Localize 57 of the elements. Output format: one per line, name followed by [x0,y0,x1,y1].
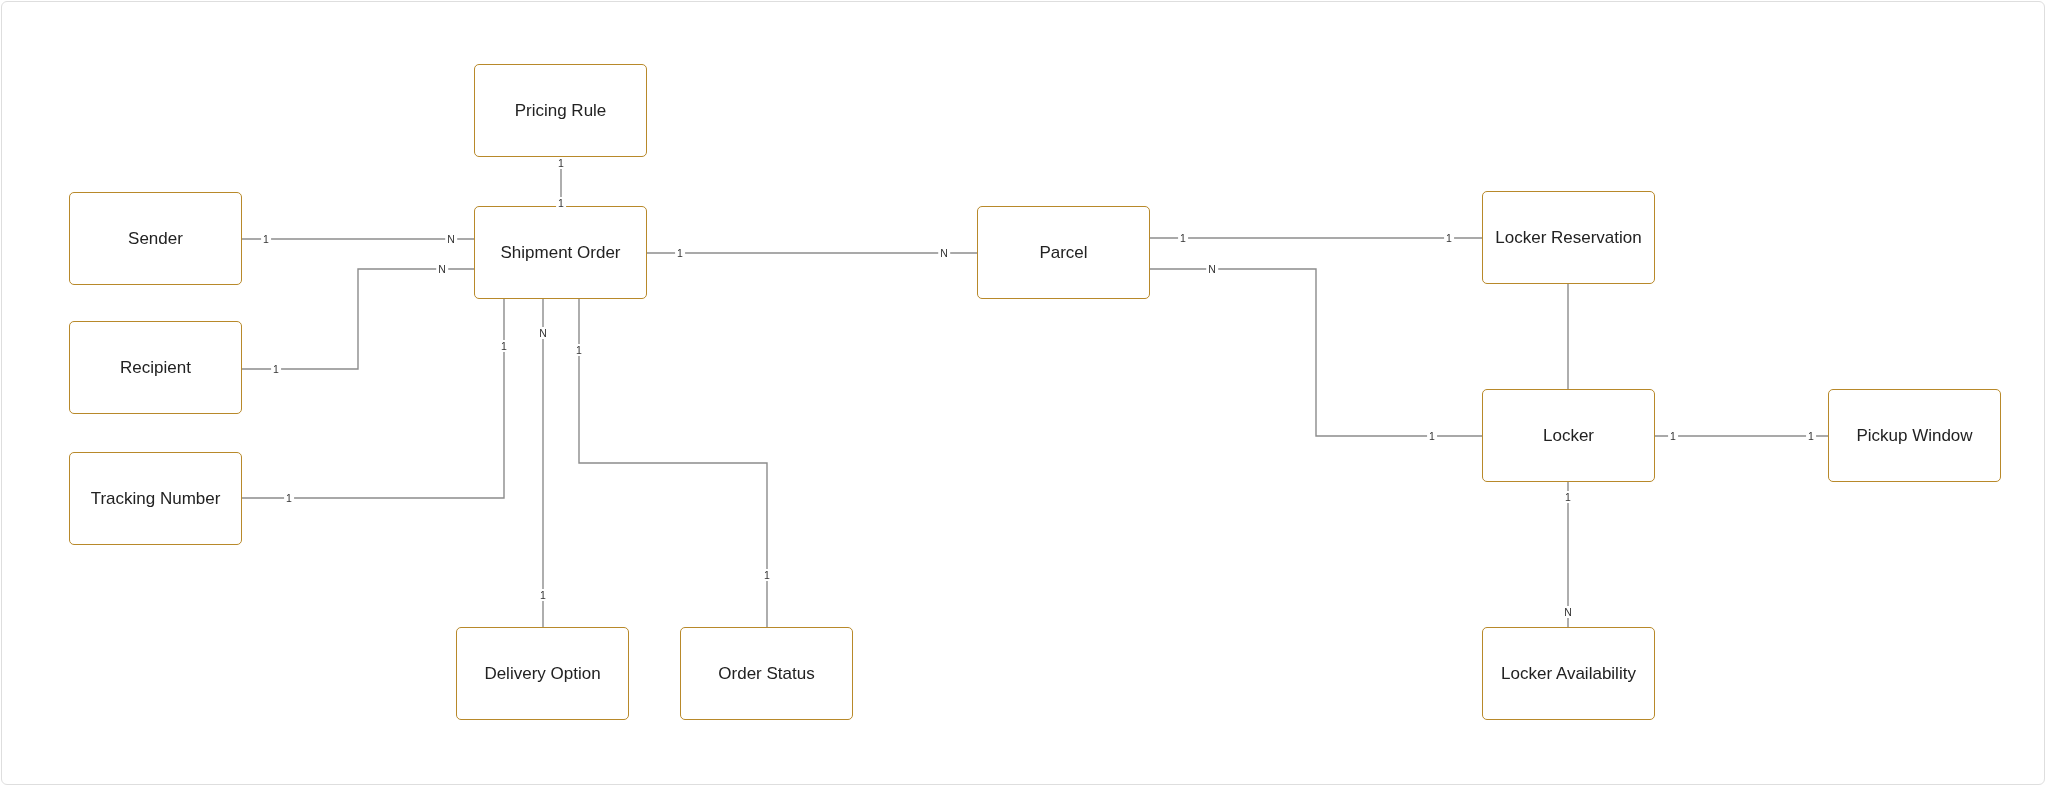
cardinality-label: N [445,233,457,245]
cardinality-label: 1 [1444,232,1454,244]
entity-box [1482,627,1655,720]
cardinality-label: N [1206,263,1218,275]
cardinality-label: 1 [1427,430,1437,442]
entity-name: Locker Reservation [1495,227,1642,248]
entity-box [977,206,1150,299]
cardinality-label: 1 [284,492,294,504]
entity-box [1828,389,2001,482]
cardinality-label: 1 [1178,232,1188,244]
cardinality-label: N [938,247,950,259]
entity-name: Parcel [1039,242,1088,263]
entity-name: Sender [128,228,183,249]
cardinality-label: N [537,327,549,339]
entity-box [474,206,647,299]
cardinality-label: 1 [675,247,685,259]
entity-box [680,627,853,720]
relationship-line [241,268,475,370]
cardinality-label: 1 [1806,430,1816,442]
entity-box [474,64,647,157]
entity-box [69,321,242,414]
entity-name: Locker [1543,425,1594,446]
relationship-line [1149,268,1483,437]
relationship-line [646,252,978,254]
cardinality-label: N [1562,606,1574,618]
cardinality-label: 1 [538,589,548,601]
relationship-line [1149,237,1483,239]
entity-name: Tracking Number [90,488,221,509]
entity-name: Order Status [718,663,815,684]
entity-name: Delivery Option [484,663,601,684]
entity-box [1482,389,1655,482]
relationship-line [1567,481,1569,628]
relationship-line [1567,283,1569,390]
cardinality-label: N [436,263,448,275]
entity-box [456,627,629,720]
relationship-line [241,298,505,499]
cardinality-label: 1 [556,197,566,209]
cardinality-label: 1 [499,340,509,352]
entity-name: Pickup Window [1856,425,1973,446]
cardinality-label: 1 [1668,430,1678,442]
entity-box [69,192,242,285]
relationship-line [241,238,475,240]
relationship-line [1654,435,1829,437]
relationship-line [542,298,544,628]
cardinality-label: 1 [261,233,271,245]
cardinality-label: 1 [762,569,772,581]
entity-name: Pricing Rule [514,100,607,121]
relationship-line [578,298,768,628]
entity-box [69,452,242,545]
cardinality-label: 1 [556,157,566,169]
entity-box [1482,191,1655,284]
cardinality-label: 1 [1563,491,1573,503]
cardinality-label: 1 [271,363,281,375]
cardinality-label: 1 [574,344,584,356]
entity-name: Shipment Order [500,242,621,263]
entity-name: Locker Availability [1501,663,1636,684]
entity-name: Recipient [120,357,191,378]
